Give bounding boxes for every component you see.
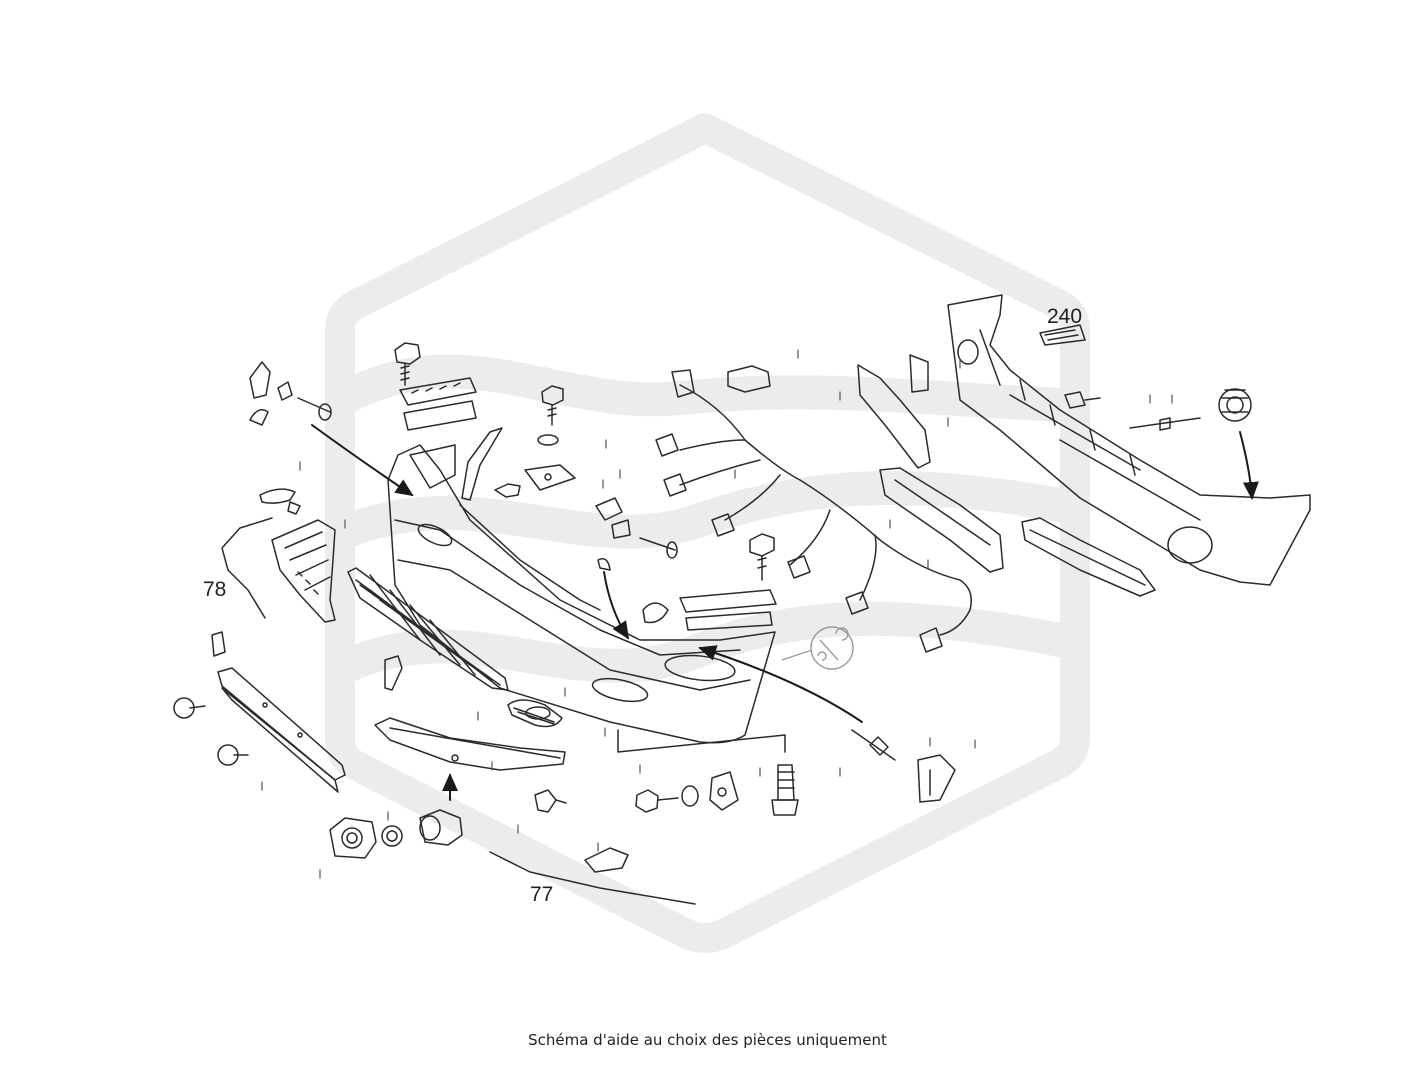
bumper-reinforcement-beam[interactable] (947, 294, 1311, 586)
callout-77[interactable]: 77 (530, 883, 554, 906)
lower-absorber[interactable] (1021, 517, 1156, 597)
callout-240[interactable]: 240 (1047, 305, 1083, 328)
watermark-wave-mid (333, 470, 1077, 549)
left-mount-bracket[interactable] (249, 361, 293, 426)
watermark-hexagon (325, 113, 1090, 953)
left-trim-strip-78[interactable] (221, 517, 273, 619)
expansion-rivet[interactable] (297, 397, 332, 421)
push-pin-clip[interactable] (494, 483, 521, 498)
bracket-clip-right[interactable] (917, 754, 956, 803)
impact-absorber[interactable] (879, 467, 1004, 573)
license-plate-bracket[interactable] (217, 667, 346, 793)
expansion-rivet-center[interactable] (639, 537, 678, 559)
rivet-right[interactable] (1064, 391, 1101, 409)
fog-lamp-cover[interactable] (507, 699, 563, 728)
right-side-bracket[interactable] (857, 354, 931, 469)
bumper-cover[interactable] (387, 444, 776, 744)
sensor-grommet[interactable] (381, 825, 403, 847)
parking-sensor-housing[interactable] (329, 817, 377, 859)
spring-nut[interactable] (771, 764, 799, 816)
bolt-center-right[interactable] (749, 533, 775, 581)
small-clip-left[interactable] (211, 631, 403, 691)
watermark-logo (325, 113, 1090, 953)
sensor-mount-gear[interactable] (1218, 388, 1252, 422)
wrench-icon[interactable] (781, 626, 854, 670)
trim-strip[interactable] (461, 427, 503, 501)
wiring-harness[interactable] (655, 369, 972, 653)
washer-nozzle-cover[interactable] (259, 488, 301, 515)
hardware-bracket-line (617, 729, 786, 753)
sensor-ring[interactable] (642, 602, 669, 624)
bottom-trim-strip-77[interactable] (489, 851, 696, 905)
watermark-wave-top (333, 354, 1077, 422)
hex-bolt-bottom[interactable] (635, 785, 699, 813)
diagram-caption: Schéma d'aide au choix des pièces unique… (528, 1031, 887, 1049)
diagram-tick-marks (261, 349, 1173, 879)
flange-bolt[interactable] (524, 385, 576, 491)
cover-plate-240[interactable] (1039, 324, 1086, 346)
assembly-arrows (311, 424, 1259, 801)
tow-hook-pin[interactable] (851, 729, 896, 761)
lower-mesh-grille[interactable] (347, 567, 509, 691)
sensor-holder-left[interactable] (595, 497, 631, 571)
upper-mounting-rail[interactable] (399, 377, 477, 431)
plate-screw-b[interactable] (217, 744, 249, 766)
sensor-retainer-bolt[interactable] (534, 789, 567, 813)
lower-spoiler-strip[interactable] (374, 717, 566, 771)
harness-clip-top[interactable] (727, 365, 771, 393)
left-side-grille[interactable] (271, 519, 336, 623)
lower-mounting-rail[interactable] (679, 589, 777, 631)
headlamp-washer-cap[interactable] (584, 847, 629, 873)
plate-screw-a[interactable] (173, 697, 206, 719)
mounting-pin[interactable] (1129, 417, 1201, 431)
hex-bolt-top[interactable] (394, 342, 421, 386)
retaining-bracket-small[interactable] (709, 771, 739, 811)
callout-78[interactable]: 78 (203, 578, 227, 601)
parking-sensor[interactable] (419, 809, 463, 846)
